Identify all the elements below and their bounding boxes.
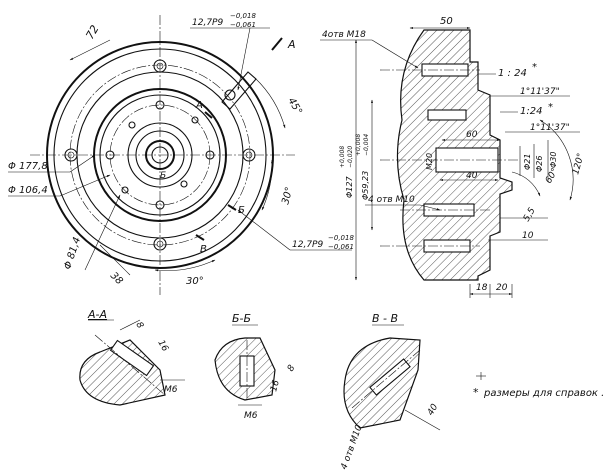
label-taper-2: 1:24 — [520, 106, 542, 117]
dim-72: 72 — [83, 23, 101, 42]
note-text: размеры для справок . — [483, 388, 604, 399]
boss-circle — [127, 122, 193, 188]
section-aa-dim-16: 16 — [155, 339, 170, 354]
hub-inner-circle — [99, 94, 221, 216]
dim-d177: Φ 177,8 — [8, 161, 48, 172]
dim-30deg-bottom: 30° — [186, 276, 204, 287]
dim-120deg: 120° — [571, 152, 586, 176]
tol-top-label: 12,7Р9 — [192, 18, 223, 28]
label-star-1: * — [532, 62, 537, 73]
dim-60: 60 — [466, 130, 478, 140]
dim-5-5: 5,5 — [522, 206, 538, 224]
dim-d106: Φ 106,4 — [8, 185, 48, 196]
front-view: 72 12,7Р9 −0,018 −0,061 А 45° Φ 177,8 Φ … — [8, 12, 354, 295]
boss-inner-circle — [135, 130, 185, 180]
section-aa-m6: М6 — [164, 385, 178, 395]
inner-pitch-circle — [109, 104, 211, 206]
slot-lug-top — [221, 71, 257, 110]
bore-circle — [145, 140, 175, 170]
section-a-mark-top: А — [287, 38, 296, 51]
dim-d21: Φ21 — [523, 154, 532, 170]
dim-30deg-right: 30° — [280, 186, 295, 206]
tol-top-upper: −0,018 — [230, 12, 256, 20]
tol-bottom-upper: −0,018 — [328, 234, 354, 242]
dim-d127-tol-lower: −0,020 — [347, 146, 354, 168]
section-a-mark-center: А — [195, 100, 203, 111]
dim-60deg: 60° — [544, 167, 561, 186]
inner-holes — [105, 100, 215, 210]
dim-18: 18 — [476, 283, 488, 293]
dim-d59-tol-upper: +0,008 — [355, 134, 362, 156]
section-vv-title: В - В — [372, 312, 398, 325]
dim-d127-tol-upper: +0,008 — [339, 146, 346, 168]
flange-bolt-holes — [64, 59, 256, 251]
tol-bottom-lower: −0,061 — [328, 243, 354, 251]
section-bb: Б-Б 8 16 М6 — [214, 312, 298, 421]
section-bb-m6: М6 — [244, 411, 258, 421]
section-vv-holes-m10: 4 отв М10 — [339, 423, 364, 471]
label-angle-2: 1°11'37" — [530, 123, 570, 133]
dim-d26: Φ26 — [535, 156, 544, 172]
tol-bottom-label: 12,7Р9 — [292, 240, 323, 250]
label-taper-1: 1 : 24 — [498, 68, 527, 79]
dim-d30: Φ30 — [549, 152, 558, 168]
label-angle-1: 1°11'37" — [520, 87, 560, 97]
section-aa-dim-8: 8 — [133, 321, 145, 331]
section-bb-dim-16: 16 — [269, 379, 282, 393]
dim-d59-tol-lower: −0,004 — [363, 134, 370, 156]
dim-d127: Φ127 — [345, 176, 354, 198]
thread-hole-1 — [427, 109, 467, 121]
section-b-mark-upper: Б — [238, 205, 245, 216]
dim-38: 38 — [108, 270, 125, 287]
label-star-2: * — [548, 102, 553, 113]
dim-50: 50 — [440, 16, 453, 27]
dim-20: 20 — [496, 283, 508, 293]
label-m20: М20 — [425, 153, 434, 170]
section-v-mark-center: В — [200, 244, 207, 255]
section-aa: А-А 8 16 М6 — [79, 308, 185, 406]
section-bb-title: Б-Б — [232, 312, 251, 325]
section-bb-dim-8: 8 — [286, 363, 298, 373]
label-holes-m18: 4отв М18 — [322, 30, 366, 40]
note-star: * — [473, 386, 479, 399]
center-hole-circle — [151, 146, 169, 164]
dim-d59: Φ59,23 — [361, 171, 370, 200]
section-aa-body — [79, 339, 166, 406]
note: * размеры для справок . — [473, 372, 604, 399]
section-aa-hole — [109, 339, 155, 377]
label-holes-m10: 4 отв М10 — [368, 195, 415, 205]
section-a-cut-top — [271, 37, 283, 51]
dim-10: 10 — [522, 231, 534, 241]
dim-45deg: 45° — [285, 96, 303, 117]
section-aa-title: А-А — [87, 308, 107, 321]
bolt-pitch-circle — [69, 64, 251, 246]
section-vv: В - В 40 4 отв М10 — [339, 312, 440, 471]
dim-d81: Φ 81,4 — [62, 236, 83, 271]
tol-top-lower: −0,061 — [230, 21, 256, 29]
section-b-mark-center: Б — [160, 171, 166, 181]
section-vv-hole — [369, 358, 411, 396]
section-vv-dim-40: 40 — [426, 402, 441, 417]
side-section: 50 4отв М18 1 : 24 * 1°11'37" 1:24 * 1°1… — [320, 16, 587, 298]
dim-40: 40 — [466, 171, 478, 181]
